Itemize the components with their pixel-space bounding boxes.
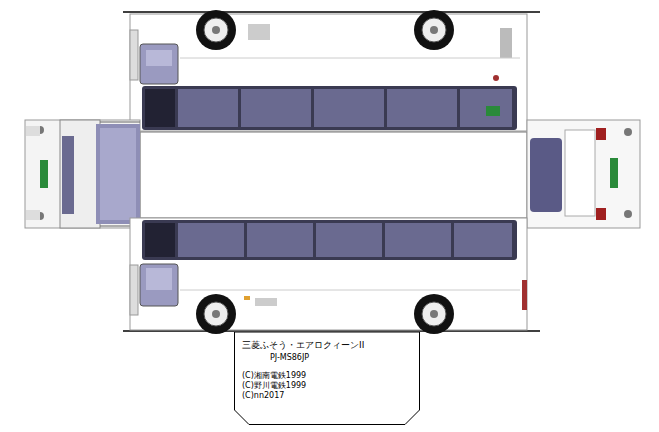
- label-text: (C)野川電鉄1999: [242, 381, 414, 390]
- label-tab: 三菱ふそう・エアロクィーンII PJ-MS86JP (C)湘南電鉄1999(C)野川…: [234, 332, 420, 425]
- bus-side-bottom: [130, 218, 527, 334]
- bus-front: [25, 120, 140, 228]
- bus-side-top: [130, 10, 527, 131]
- label-text: (C)湘南電鉄1999: [242, 371, 414, 380]
- fold-line: [123, 11, 540, 13]
- label-text: 三菱ふそう・エアロクィーンII: [242, 340, 414, 350]
- label-text: PJ-MS86JP: [270, 353, 414, 362]
- label-text: (C)nn2017: [242, 391, 414, 400]
- tab-outline: [235, 332, 420, 425]
- bus-rear: [527, 120, 640, 228]
- bus-roof: [140, 132, 527, 218]
